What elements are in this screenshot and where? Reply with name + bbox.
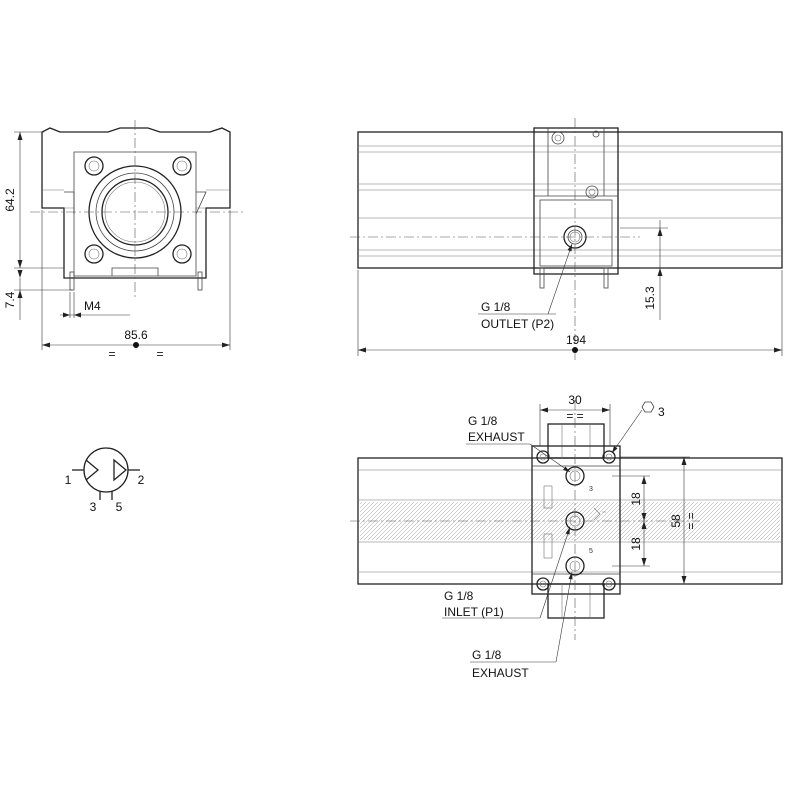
top-height-equal: = = [684,512,698,529]
top-exhaust-upper-name: EXHAUST [468,430,525,444]
top-exhaust-lower-name: EXHAUST [472,666,529,680]
top-inlet-size: G 1/8 [444,589,474,603]
front-thread-label: M4 [84,299,101,313]
front-equal-right: = [156,347,163,361]
top-dimensions: 30 = = 3 18 18 58 = = G 1/8 EXHAUST [442,393,698,680]
side-length-label: 194 [566,333,586,347]
side-outlet-name: OUTLET (P2) [481,317,554,331]
valve-symbol: 1 2 3 5 [65,447,145,514]
symbol-port-1: 1 [65,473,72,487]
front-dimensions: 64.2 7.4 M4 85.6 = = [3,131,231,361]
top-exhaust-upper-size: G 1/8 [468,414,498,428]
side-outlet-size: G 1/8 [481,300,511,314]
symbol-port-3: 3 [90,500,97,514]
front-screw-heads [84,156,192,264]
front-pin-length-label: 7.4 [3,291,17,308]
front-flange [73,151,197,277]
side-port-height-label: 15.3 [643,286,657,310]
symbol-port-5: 5 [116,500,123,514]
symbol-port-2: 2 [138,473,145,487]
top-inlet-name: INLET (P1) [444,605,504,619]
front-height-label: 64.2 [3,188,17,212]
top-lower-flange [547,583,605,619]
front-equal-left: = [108,347,115,361]
top-port-mark-5: 5 [589,548,593,555]
front-body-outline [41,127,231,279]
top-pitch-equal: = = [566,409,583,423]
side-valve-block [533,127,619,275]
top-height-label: 58 [669,514,683,528]
top-spacing-upper-label: 18 [629,492,643,506]
top-upper-flange [547,423,605,459]
top-view: 3 5 [350,400,783,640]
side-dimensions: 15.3 194 G 1/8 OUTLET (P2) [357,220,783,356]
top-exhaust-lower-size: G 1/8 [472,648,502,662]
front-view [30,120,245,300]
top-hex-size: 3 [658,405,665,419]
top-spacing-lower-label: 18 [629,537,643,551]
top-valve-block [531,445,621,595]
side-view [350,118,783,360]
hex-key-icon [641,401,655,413]
top-pitch-width-label: 30 [568,393,582,407]
side-body-outline [357,131,783,269]
front-pins [69,271,203,291]
front-width-label: 85.6 [124,328,148,342]
top-port-mark-3: 3 [589,486,593,493]
top-corner-screws [536,450,616,591]
